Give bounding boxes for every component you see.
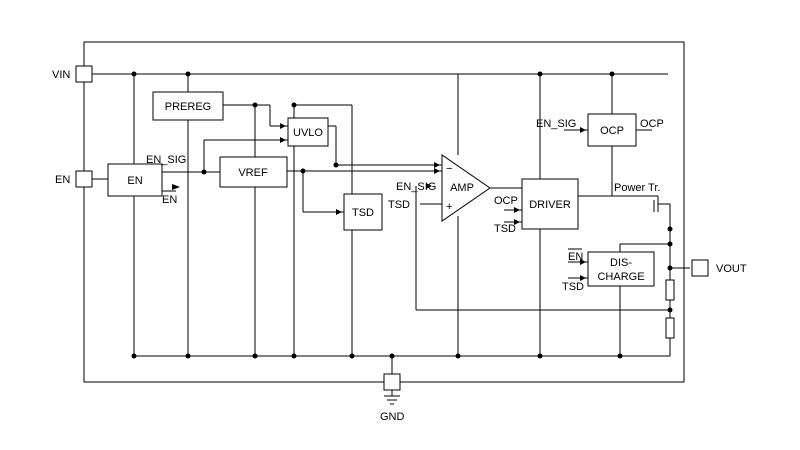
tsd-label: TSD [352, 207, 374, 219]
amp-plus-label: + [446, 201, 452, 213]
pin-gnd-label: GND [380, 411, 405, 423]
driver-label: DRIVER [529, 199, 571, 211]
en-block-label: EN [127, 175, 142, 187]
pin-vin [75, 65, 93, 83]
en-bar-out-label: EN [162, 194, 177, 206]
vref-block [219, 156, 288, 188]
ocp-out-label: OCP [640, 118, 664, 130]
pin-vin-label: VIN [52, 69, 70, 81]
prereg-block [152, 91, 224, 121]
en-bar-dis-label: EN [568, 251, 583, 263]
tsd-in-dis-label: TSD [562, 281, 584, 293]
pin-en [75, 170, 93, 188]
wires [92, 73, 690, 405]
amp-label: AMP [450, 182, 474, 194]
power-tr-label: Power Tr. [614, 182, 660, 194]
pin-en-label: EN [55, 174, 70, 186]
vref-label: VREF [238, 167, 268, 179]
discharge-label-2: CHARGE [597, 271, 644, 283]
discharge-block [587, 251, 655, 287]
amp-minus-label: − [446, 163, 452, 175]
en-sig-ocp-label: EN_SIG [536, 118, 576, 130]
uvlo-block [287, 117, 329, 147]
tsd-block [343, 193, 383, 231]
junctions [131, 71, 673, 359]
tsd-out-label: TSD [388, 199, 410, 211]
discharge-label-1: DIS- [610, 257, 632, 269]
amp-symbol [441, 154, 491, 222]
prereg-label: PREREG [165, 101, 211, 113]
en-sig-out-label: EN_SIG [146, 154, 186, 166]
ocp-label: OCP [600, 125, 624, 137]
pin-gnd [383, 373, 401, 391]
tsd-in-driver-label: TSD [494, 223, 516, 235]
uvlo-label: UVLO [293, 127, 323, 139]
driver-block [521, 178, 579, 230]
en-sig-amp-label: EN_SIG [396, 181, 436, 193]
ocp-in-label: OCP [494, 195, 518, 207]
pin-vout-label: VOUT [716, 263, 747, 275]
ocp-block [587, 113, 637, 147]
en-block [107, 163, 163, 197]
pin-vout [691, 259, 709, 277]
